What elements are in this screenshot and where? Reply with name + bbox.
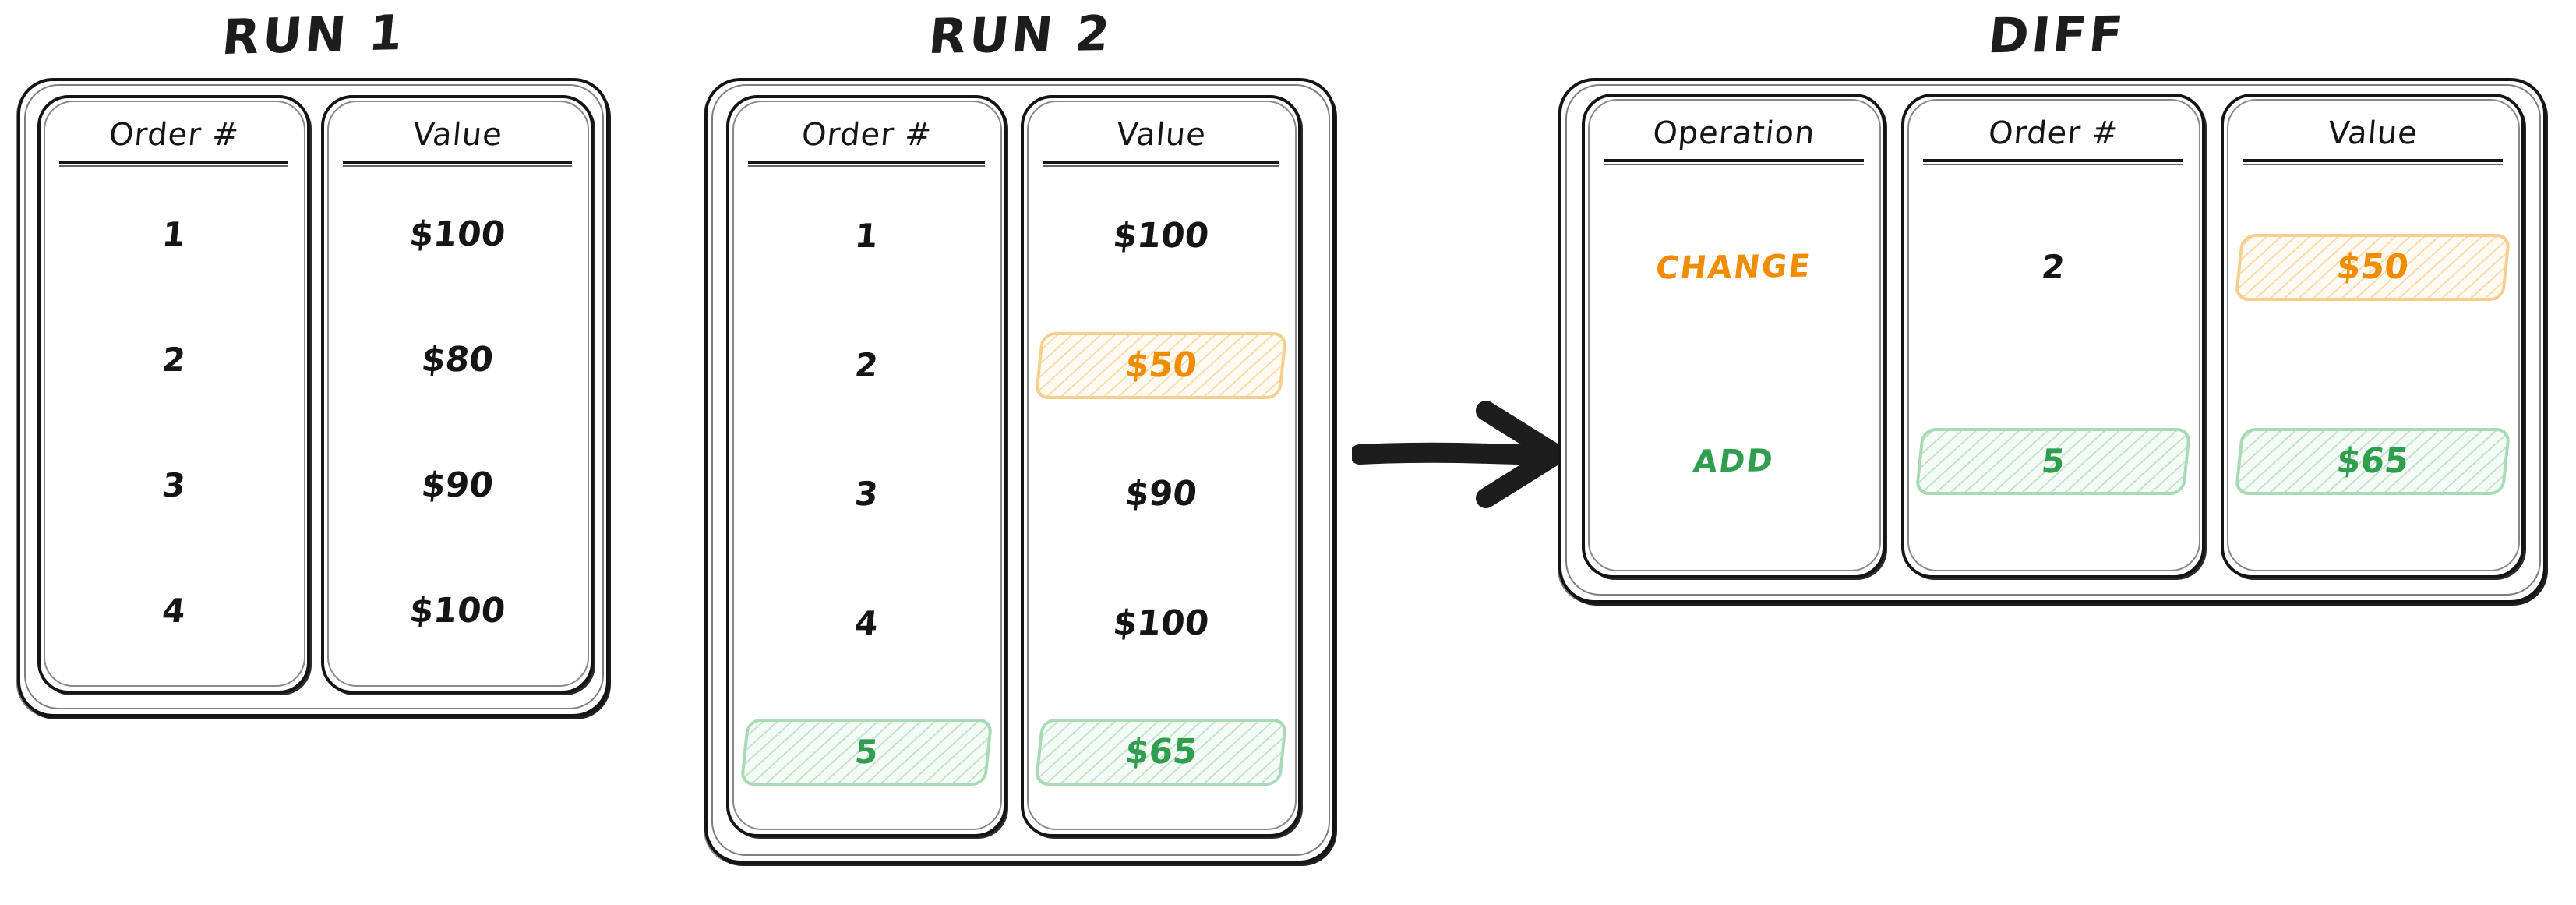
column-header: Value <box>2327 115 2419 151</box>
column-body: 1 2 3 4 <box>53 171 295 673</box>
cell-value: 3 <box>160 466 188 504</box>
table-cell: $100 <box>1029 559 1292 688</box>
cell-value: 5 <box>852 733 880 772</box>
column-header: Value <box>411 117 504 153</box>
column-header: Order # <box>1986 115 2120 151</box>
table-cell: 3 <box>47 422 302 548</box>
table-cell: $50 <box>2226 170 2519 364</box>
panel-run-2: RUN 2 Order # 1 2 3 4 5 Value $100 $50 $90 $100 $65 <box>701 0 1340 905</box>
cell-value: $100 <box>1111 216 1211 256</box>
table-cell: 5 <box>735 688 997 817</box>
header-divider <box>1923 159 2183 165</box>
table-cell: $65 <box>1029 688 1292 817</box>
table-cell: $65 <box>2226 364 2519 558</box>
cell-value: $50 <box>1123 345 1199 385</box>
table-cell: 2 <box>1907 170 2200 364</box>
table-cell: 1 <box>47 171 302 297</box>
cell-value: $50 <box>2334 247 2411 287</box>
cell-value: $90 <box>1123 474 1199 514</box>
column-header: Order # <box>107 117 241 153</box>
column-header: Order # <box>799 117 933 153</box>
table-cell: $100 <box>1029 171 1292 301</box>
table-cell: CHANGE <box>1585 168 1883 366</box>
table-cell: $50 <box>1029 301 1292 430</box>
cell-value: 4 <box>160 592 188 630</box>
table-cell: 4 <box>735 559 997 688</box>
header-divider <box>748 161 985 167</box>
table-cell: $80 <box>330 297 585 422</box>
cell-value: $65 <box>2334 441 2411 481</box>
table-cell: 2 <box>735 301 997 430</box>
cell-value: $100 <box>408 214 507 254</box>
cell-value: 2 <box>2039 248 2067 286</box>
cell-value: ADD <box>1691 442 1777 480</box>
panel-run-1: RUN 1 Order # 1 2 3 4 Value $100 $80 $90 $100 <box>14 0 614 764</box>
column-body: $50 $65 <box>2234 170 2511 558</box>
flow-arrow-icon <box>1350 394 1625 518</box>
column-body: $100 $80 $90 $100 <box>337 171 578 673</box>
table-cell: $90 <box>1029 430 1292 559</box>
table-cell: 2 <box>47 297 302 422</box>
column-card: Value $100 $50 $90 $100 $65 <box>1021 95 1301 837</box>
table-cell: $90 <box>330 422 585 548</box>
table-cell: 1 <box>735 171 997 301</box>
header-divider <box>59 161 288 167</box>
column-body: 1 2 3 4 5 <box>739 171 993 817</box>
table-cell: ADD <box>1585 362 1883 560</box>
table-cell: 4 <box>47 548 302 673</box>
cell-value: 3 <box>852 475 880 514</box>
cell-value: 4 <box>852 604 880 643</box>
cell-value: $65 <box>1123 732 1199 772</box>
header-divider <box>1604 159 1864 165</box>
cell-value: 5 <box>2039 442 2067 480</box>
column-header: Operation <box>1651 115 1817 151</box>
column-body: CHANGE ADD <box>1597 170 1870 558</box>
column-card: Value $50 $65 <box>2221 94 2525 578</box>
table-cell: $100 <box>330 171 585 297</box>
panel-title-diff: DIFF <box>1985 5 2129 65</box>
column-card: Order # 1 2 3 4 5 <box>726 95 1007 837</box>
header-divider <box>343 161 572 167</box>
cell-value: $80 <box>419 340 496 380</box>
panel-title-run-1: RUN 1 <box>219 3 409 66</box>
column-card: Value $100 $80 $90 $100 <box>321 95 594 694</box>
cell-value: 2 <box>160 341 188 379</box>
table-cell: 5 <box>1907 364 2200 558</box>
cell-value: 1 <box>852 217 880 256</box>
table-cell: $100 <box>330 548 585 673</box>
columns-run-2: Order # 1 2 3 4 5 Value $100 $50 $90 $100 $65 <box>726 95 1301 837</box>
columns-run-1: Order # 1 2 3 4 Value $100 $80 $90 $100 <box>37 95 594 694</box>
cell-value: $100 <box>408 591 507 631</box>
cell-value: $100 <box>1111 603 1211 644</box>
header-divider <box>2243 159 2503 165</box>
table-cell: 3 <box>735 430 997 559</box>
panel-title-run-2: RUN 2 <box>926 4 1116 65</box>
cell-value: $90 <box>419 465 496 505</box>
column-body: $100 $50 $90 $100 $65 <box>1034 171 1288 817</box>
column-card: Order # 1 2 3 4 <box>37 95 310 694</box>
cell-value: 1 <box>160 215 188 253</box>
cell-value: CHANGE <box>1653 248 1814 286</box>
cell-value: 2 <box>852 345 880 384</box>
column-header: Value <box>1115 117 1208 153</box>
header-divider <box>1043 161 1279 167</box>
